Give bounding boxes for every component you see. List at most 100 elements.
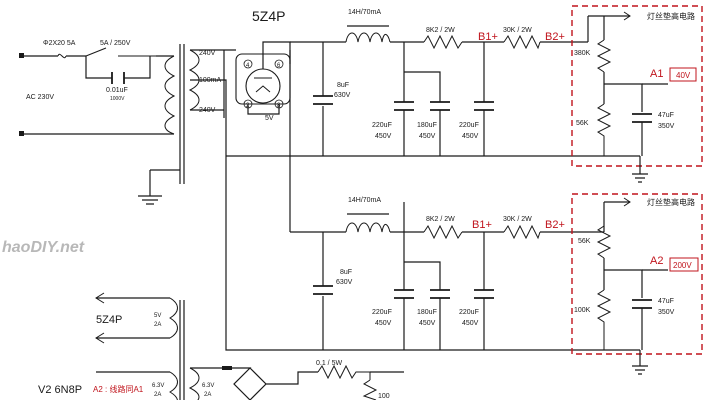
primary-winding bbox=[164, 55, 176, 135]
snubber-cap-label: 0.01uF bbox=[106, 87, 128, 94]
heater-sec-6v3-current: 2A bbox=[204, 392, 211, 398]
heater-resistor-label: 0.1 / 5W bbox=[316, 360, 342, 367]
heater-core bbox=[179, 300, 185, 400]
lower-heater-wires bbox=[603, 201, 630, 232]
mains-switch bbox=[85, 47, 156, 57]
pin-6-label: 6 bbox=[277, 63, 281, 69]
pin-4-label: 4 bbox=[246, 63, 250, 69]
upper-out-cap-label: 47uF bbox=[658, 112, 674, 119]
tube-output-bus bbox=[262, 41, 291, 232]
upper-out-cap-voltage: 350V bbox=[658, 123, 675, 130]
lower-divider-mid bbox=[603, 258, 643, 298]
heater-6v3-label: 6.3V bbox=[152, 383, 164, 389]
heater-winding-5v bbox=[169, 297, 178, 339]
lower-r2-label: 30K / 2W bbox=[503, 216, 532, 223]
upper-heater-box bbox=[571, 5, 703, 167]
input-terminal-bottom bbox=[19, 131, 24, 136]
lower-voltage: 200V bbox=[673, 261, 692, 270]
upper-r1-label: 8K2 / 2W bbox=[426, 27, 455, 34]
chassis-ground bbox=[138, 170, 162, 205]
heater-5z4p-label: 5Z4P bbox=[96, 314, 122, 326]
upper-voltage: 40V bbox=[676, 71, 691, 80]
heater-5v-label: 5V bbox=[154, 313, 161, 319]
lower-divider-top-label: 56K bbox=[578, 238, 591, 245]
lower-choke bbox=[345, 222, 391, 233]
switch-bypass-wire bbox=[85, 56, 151, 79]
pin-6 bbox=[274, 59, 284, 69]
pin-4 bbox=[243, 59, 253, 69]
upper-c3-voltage: 450V bbox=[462, 133, 479, 140]
upper-input-cap bbox=[313, 95, 333, 105]
upper-c2 bbox=[430, 101, 450, 111]
upper-c1-label: 220uF bbox=[372, 122, 392, 129]
tube-heater-label: 5V bbox=[265, 115, 274, 122]
lower-c2-voltage: 450V bbox=[419, 320, 436, 327]
upper-voltage-tag bbox=[669, 67, 697, 82]
upper-input-cap-voltage: 630V bbox=[334, 92, 351, 99]
lower-c3-label: 220uF bbox=[459, 309, 479, 316]
upper-out-cap bbox=[632, 113, 652, 123]
lower-out-cap-voltage: 350V bbox=[658, 309, 675, 316]
lower-heater-box bbox=[571, 193, 703, 355]
upper-c2-wire bbox=[404, 71, 441, 156]
upper-input-cap-label: 8uF bbox=[337, 82, 349, 89]
lower-filter-section: 14H/70mA 8uF 630V 8K2 / 2W 30K / 2W B1+ … bbox=[225, 156, 703, 375]
fuse-symbol bbox=[57, 53, 67, 59]
upper-c1 bbox=[394, 101, 414, 111]
upper-divider-bottom bbox=[596, 103, 612, 156]
upper-divider-top-label: 380K bbox=[574, 50, 591, 57]
lower-c2-label: 180uF bbox=[417, 309, 437, 316]
upper-c2-label: 180uF bbox=[417, 122, 437, 129]
upper-choke bbox=[345, 32, 391, 43]
lower-b2-node: B2+ bbox=[545, 219, 565, 231]
heater-note: A2 : 线路同A1 bbox=[93, 384, 144, 394]
heater-arrowheads bbox=[95, 292, 105, 344]
bridge-pin bbox=[222, 366, 232, 370]
upper-heater-label: 灯丝垫高电路 bbox=[647, 11, 695, 21]
heater-6v3-current: 2A bbox=[154, 392, 161, 398]
heater-v2-label: V2 6N8P bbox=[38, 384, 82, 396]
lower-r2 bbox=[503, 224, 541, 240]
upper-c3-label: 220uF bbox=[459, 122, 479, 129]
upper-r2-label: 30K / 2W bbox=[503, 27, 532, 34]
input-terminal-top bbox=[19, 53, 24, 58]
lower-node-a2: A2 bbox=[650, 255, 663, 267]
upper-choke-label: 14H/70mA bbox=[348, 9, 381, 16]
lower-c1-voltage: 450V bbox=[375, 320, 392, 327]
upper-b2-node: B2+ bbox=[545, 31, 565, 43]
switch-label: 5A / 250V bbox=[100, 40, 131, 47]
heater-transformer: 5Z4P 5V 2A V2 6N8P A2 : 线路同A1 6.3V 2A 6.… bbox=[38, 292, 404, 400]
mains-input: Φ2X20 5A 5A / 250V 0.01uF 1000V AC 230V bbox=[19, 40, 174, 136]
upper-node-a1: A1 bbox=[650, 68, 663, 80]
upper-c2-voltage: 450V bbox=[419, 133, 436, 140]
upper-heater-arrow bbox=[623, 11, 631, 21]
lower-out-cap bbox=[632, 299, 652, 309]
lower-c2-wire bbox=[404, 261, 441, 350]
heater-series-resistor bbox=[317, 364, 371, 380]
lower-b1-node: B1+ bbox=[472, 219, 492, 231]
heater-5v-current: 2A bbox=[154, 322, 161, 328]
rectifier-tube: 4 6 2 8 5V bbox=[223, 41, 291, 232]
upper-heater-wires bbox=[587, 15, 630, 42]
lower-c1-label: 220uF bbox=[372, 309, 392, 316]
heater-arrow-lines bbox=[96, 297, 170, 339]
heater-shunt-resistor bbox=[362, 379, 378, 400]
lower-c3-voltage: 450V bbox=[462, 320, 479, 327]
upper-divider-mid bbox=[603, 72, 643, 112]
lower-c3 bbox=[474, 289, 494, 299]
lower-choke-label: 14H/70mA bbox=[348, 197, 381, 204]
heater-winding-6v3 bbox=[169, 371, 178, 400]
lower-out-cap-label: 47uF bbox=[658, 298, 674, 305]
lower-input-cap-label: 8uF bbox=[340, 269, 352, 276]
lower-ground bbox=[632, 350, 648, 375]
upper-divider-top bbox=[596, 39, 612, 73]
lower-heater-label: 灯丝垫高电路 bbox=[647, 197, 695, 207]
lower-input-cap-voltage: 630V bbox=[336, 279, 353, 286]
ac-input-label: AC 230V bbox=[26, 94, 54, 101]
upper-c3 bbox=[474, 101, 494, 111]
sec-top-label: 240V bbox=[199, 50, 216, 57]
lower-divider-bottom bbox=[596, 289, 612, 350]
lower-heater-arrow bbox=[623, 197, 631, 207]
lower-c2 bbox=[430, 289, 450, 299]
heater-sec-6v3-label: 6.3V bbox=[202, 383, 214, 389]
